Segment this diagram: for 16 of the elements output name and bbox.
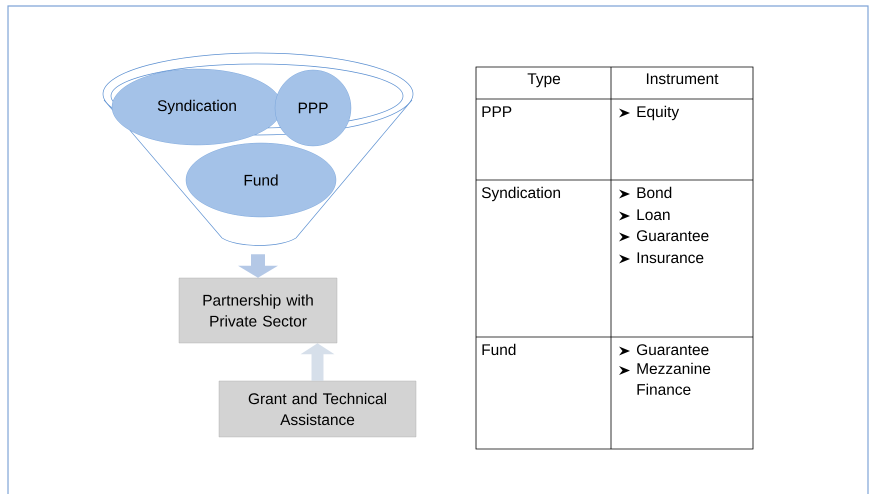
process-box: Grant and Technical Assistance [218,380,416,438]
table-cell-text: Bond [637,186,672,198]
table-cell-text: Guarantee [636,344,708,356]
block-arrow [300,343,334,381]
table-cell-text: Insurance [638,252,704,264]
table-cell-text: Instrument [646,73,718,84]
table-cell-text: Fund [482,344,516,356]
table-cell-text: Loan [637,209,670,220]
table-cell-text: Mezzanine Finance [637,362,710,395]
table-cell-text: Equity [637,106,680,120]
block-arrow [238,254,278,278]
table-cell-text: PPP [482,106,512,117]
table-cell-text: Guarantee [636,230,708,242]
table-cell-text: Type [528,73,560,88]
process-box: Partnership with Private Sector [178,278,338,344]
table-cell-text: Syndication [482,186,560,202]
